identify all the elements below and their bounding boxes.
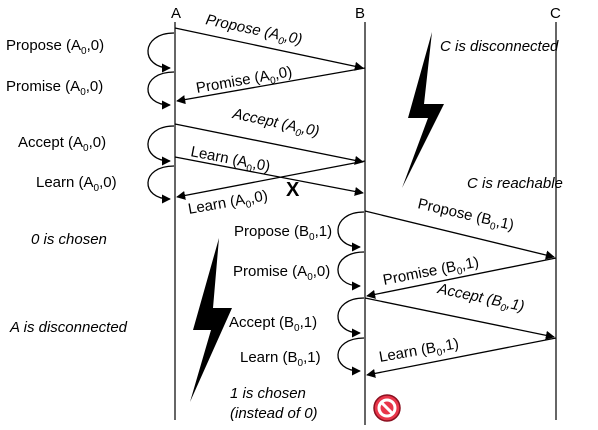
lightning-bolt-icon bbox=[190, 238, 232, 402]
self-loop-b-learn bbox=[337, 337, 365, 376]
a-promise-label: Promise (A0,0) bbox=[6, 78, 103, 98]
arrow-propose-b-to-c bbox=[364, 210, 555, 260]
arrow-promise-c-to-b bbox=[366, 257, 557, 299]
self-loop-b-propose bbox=[337, 211, 365, 252]
message-promise-a0: Promise (A0,0) bbox=[195, 63, 294, 100]
self-loop-b-accept bbox=[337, 297, 365, 338]
note-zero-chosen: 0 is chosen bbox=[31, 231, 107, 248]
lost-message-x-mark: X bbox=[286, 179, 300, 201]
arrow-learn-b-to-a bbox=[176, 160, 366, 200]
note-c-disconnected: C is disconnected bbox=[440, 38, 559, 55]
arrow-learn-a-to-b bbox=[174, 156, 364, 196]
message-learn-a0-to-b: Learn (A0,0) bbox=[189, 143, 272, 178]
a-learn-label: Learn (A0,0) bbox=[36, 174, 117, 194]
arrow-accept-a-to-b bbox=[174, 123, 364, 165]
a-propose-label: Propose (A0,0) bbox=[6, 37, 104, 57]
arrow-accept-b-to-c bbox=[364, 297, 555, 340]
self-loop-a-propose bbox=[147, 32, 175, 73]
message-accept-b0: Accept (B0,1) bbox=[435, 280, 526, 318]
self-loop-a-accept bbox=[147, 125, 175, 166]
note-instead-of-zero: (instead of 0) bbox=[230, 405, 318, 422]
no-entry-icon bbox=[373, 394, 401, 422]
arrow-promise-b-to-a bbox=[176, 67, 366, 105]
self-loop-a-learn bbox=[147, 165, 175, 204]
lightning-bolt-icon bbox=[402, 32, 444, 188]
node-a-label: A bbox=[171, 5, 181, 22]
note-one-chosen: 1 is chosen bbox=[230, 385, 306, 402]
note-a-disconnected: A is disconnected bbox=[9, 319, 128, 336]
message-learn-b0: Learn (B0,1) bbox=[378, 335, 461, 369]
self-loop-a-promise bbox=[147, 71, 175, 110]
node-c-label: C bbox=[550, 5, 561, 22]
node-b-label: B bbox=[355, 5, 365, 22]
note-c-reachable: C is reachable bbox=[467, 175, 563, 192]
arrow-learn-c-to-b bbox=[366, 337, 557, 378]
b-learn-label: Learn (B0,1) bbox=[240, 349, 321, 369]
a-accept-label: Accept (A0,0) bbox=[18, 134, 106, 154]
b-promise-label: Promise (A0,0) bbox=[233, 263, 330, 283]
self-loop-b-promise bbox=[337, 251, 365, 291]
message-propose-b0: Propose (B0,1) bbox=[415, 195, 515, 237]
b-accept-label: Accept (B0,1) bbox=[229, 314, 317, 334]
b-propose-label: Propose (B0,1) bbox=[234, 223, 332, 243]
arrow-propose-a-to-b bbox=[174, 27, 364, 71]
